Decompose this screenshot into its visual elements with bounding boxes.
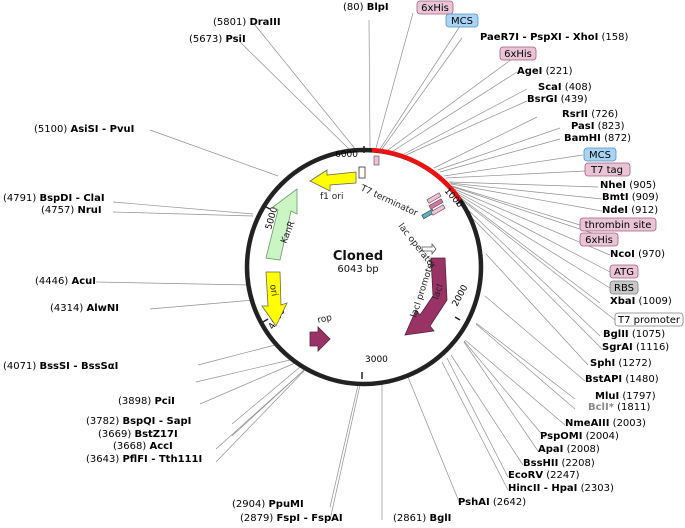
site-acui: (4446) AcuI (35, 276, 96, 287)
ori-label: ori (267, 284, 279, 297)
tick-label-2000: 2000 (451, 283, 471, 308)
tag-6xhis-top: 6xHis (416, 0, 454, 15)
svg-text:T7 promoter: T7 promoter (617, 315, 681, 326)
svg-text:MCS: MCS (589, 150, 611, 161)
site-pflfi: (3643) PflFI - Tth111I (86, 454, 202, 465)
svg-text:T7 tag: T7 tag (590, 165, 623, 176)
site-bsshii: BssHII (2208) (523, 458, 595, 469)
site-pspomi: PspOMI (2004) (540, 431, 619, 442)
site-bmti: BmtI (909) (602, 192, 659, 203)
t7-terminator-label: T7 terminator (358, 183, 420, 219)
site-alwni: (4314) AlwNI (50, 303, 119, 314)
site-ecorv: EcoRV (2247) (508, 470, 580, 481)
site-bstapi: BstAPI (1480) (585, 374, 659, 385)
svg-text:RBS: RBS (614, 283, 634, 294)
site-nhei: NheI (905) (600, 180, 656, 191)
mcs-mark-3 (430, 204, 446, 216)
insert-arc (371, 147, 462, 202)
site-asisi-pvui: (5100) AsiSI - PvuI (34, 124, 134, 135)
feature-tags: 6xHis MCS 6xHis MCS T7 tag thrombin site… (416, 0, 684, 327)
tick-label-3000: 3000 (365, 355, 388, 365)
t7-terminator-mark (358, 166, 366, 179)
site-agei: AgeI (221) (517, 66, 573, 77)
leader-lines (95, 12, 616, 521)
tag-6xhis-right: 6xHis (579, 232, 619, 247)
site-bstz17i: (3669) BstZ17I (98, 429, 178, 440)
tag-t7-tag: T7 tag (584, 162, 631, 177)
svg-text:6xHis: 6xHis (504, 49, 532, 60)
site-sphi: SphI (1272) (590, 358, 652, 369)
laci-label: lacI (431, 283, 445, 301)
site-draiii: (5801) DraIII (213, 17, 281, 28)
site-acci: (3668) AccI (113, 441, 173, 452)
site-blpi: (80) BlpI (343, 2, 389, 13)
site-nrui: (4757) NruI (41, 205, 102, 216)
site-nmeaiii: NmeAIII (2003) (565, 418, 646, 429)
site-rsrii: RsrII (726) (562, 109, 618, 120)
tag-mcs-top: MCS (445, 13, 479, 28)
tag-rbs: RBS (609, 280, 639, 295)
rop-arrow (309, 326, 331, 352)
site-bspqi-sapi: (3782) BspQI - SapI (86, 416, 191, 427)
his-tag-mark-top (373, 155, 380, 166)
f1-ori-arrow (309, 169, 357, 192)
tick-label-6000: 6000 (335, 150, 358, 160)
site-sgrai: SgrAI (1116) (602, 342, 669, 353)
site-xbai: XbaI (1009) (610, 296, 672, 307)
tag-atg: ATG (609, 264, 639, 279)
kanr-arrow (265, 188, 298, 261)
site-bgli: (2861) BglI (393, 513, 451, 524)
restriction-sites: (80) BlpI (5801) DraIII (5673) PsiI (510… (3, 2, 672, 524)
site-pshai: PshAI (2642) (458, 497, 526, 508)
laci-arrow (404, 257, 448, 336)
f1-ori-label: f1 ori (320, 192, 343, 202)
site-ncoi: NcoI (970) (610, 249, 665, 260)
site-bspdi-clai: (4791) BspDI - ClaI (3, 193, 105, 204)
tag-t7-promoter: T7 promoter (614, 312, 684, 327)
site-hincii-hpai: HincII - HpaI (2303) (508, 483, 614, 494)
site-apai: ApaI (2008) (538, 444, 600, 455)
site-mlui: MluI (1797) (595, 391, 656, 402)
laci-promoter-arrow (421, 242, 437, 256)
svg-text:thrombin site: thrombin site (585, 220, 652, 231)
rop-label: rop (317, 313, 334, 326)
site-ppumi: (2904) PpuMI (232, 499, 304, 510)
site-fspi-fspai: (2879) FspI - FspAI (240, 513, 343, 524)
mcs-mark-1 (426, 192, 442, 204)
mcs-mark-2 (428, 198, 444, 210)
plasmid-name: Cloned (333, 249, 383, 264)
site-scai: ScaI (408) (538, 82, 592, 93)
site-bcli: BclI* (1811) (588, 402, 650, 413)
lac-operator-label: lac operator (396, 222, 438, 271)
tag-6xhis-mid: 6xHis (499, 46, 537, 61)
plasmid-size: 6043 bp (337, 264, 378, 275)
svg-text:MCS: MCS (451, 16, 473, 27)
site-bamhi: BamHI (872) (564, 133, 631, 144)
svg-text:6xHis: 6xHis (421, 3, 449, 14)
site-psii: (5673) PsiI (189, 34, 246, 45)
site-xhoi: PaeR7I - PspXI - XhoI (158) (480, 32, 628, 43)
site-pasi: PasI (823) (571, 121, 625, 132)
svg-text:6xHis: 6xHis (585, 235, 613, 246)
ori-arrow (261, 271, 288, 327)
site-ndei: NdeI (912) (602, 205, 658, 216)
site-bglii: BglII (1075) (603, 329, 665, 340)
tag-mcs-right: MCS (583, 147, 617, 162)
site-bsrgi: BsrGI (439) (527, 94, 588, 105)
site-pcii: (3898) PciI (118, 396, 175, 407)
tick-marks (262, 146, 463, 379)
tag-thrombin-site: thrombin site (579, 217, 657, 232)
svg-text:ATG: ATG (614, 267, 634, 278)
site-bsssi: (4071) BssSI - BssSαI (3, 361, 118, 372)
